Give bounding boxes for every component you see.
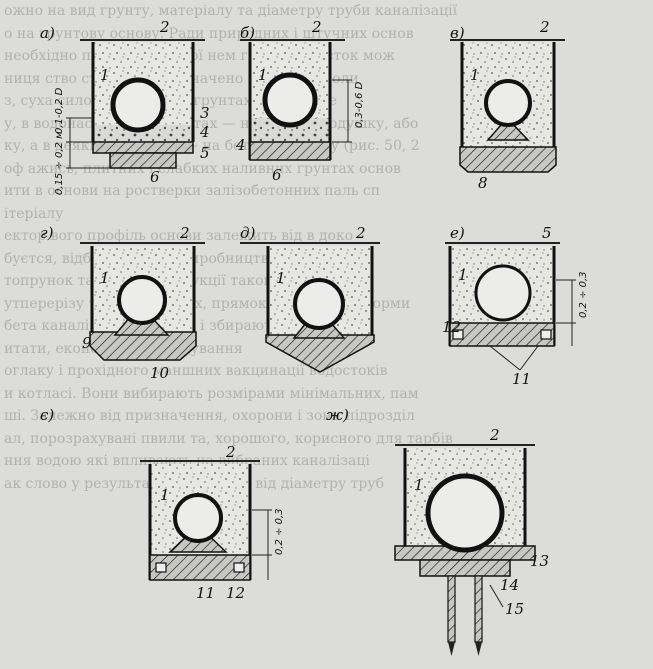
concrete-base-d: [89, 331, 197, 361]
foundation-slab-b: [249, 141, 331, 161]
label-a-2: 2: [159, 18, 170, 36]
pipe-c: [484, 79, 532, 127]
label-h-13: 13: [530, 552, 549, 570]
label-g-12: 12: [226, 584, 245, 602]
panel-a-letter: а): [40, 24, 55, 42]
label-d-1: 1: [100, 269, 110, 287]
panel-e-letter: д): [240, 224, 256, 242]
label-a-3: 3: [200, 104, 210, 122]
grillage-h: [419, 559, 511, 577]
pipe-g: [173, 493, 223, 543]
pipe-h: [425, 473, 505, 553]
background-text-line: ітеріалу: [4, 205, 64, 222]
panel-g-letter: є): [40, 406, 54, 424]
label-c-1: 1: [470, 66, 480, 84]
label-g-1: 1: [160, 486, 170, 504]
dim-a-1: 0,1-0,2 D: [54, 87, 65, 134]
dim-g-1: 0,2 ÷ 0,3: [274, 508, 285, 555]
label-e-2: 2: [355, 224, 366, 242]
pipe-e: [293, 278, 345, 330]
label-h-15: 15: [505, 600, 524, 618]
concrete-base-c: [459, 146, 557, 173]
dim-a-2: 0,15 ÷ 0,2 м: [54, 131, 65, 195]
pipe-f: [474, 264, 532, 322]
label-b-4: 4: [235, 136, 246, 154]
label-d-2: 2: [179, 224, 190, 242]
background-text-line: ектор вого профіль основи залежить від в…: [4, 228, 354, 244]
footing-a: [109, 152, 177, 169]
label-d-9: 9: [82, 334, 92, 352]
panel-b: б) 0,3-0,6 D 1 2 4 6: [235, 18, 365, 184]
v-base-e: [265, 334, 375, 373]
label-a-5: 5: [200, 144, 210, 162]
label-b-6: 6: [272, 166, 282, 184]
label-h-2: 2: [489, 426, 500, 444]
label-f-11: 11: [512, 370, 531, 388]
label-a-1: 1: [100, 66, 110, 84]
panel-d: г) 1 2 9 10: [40, 224, 205, 382]
pile-right-h: [474, 575, 483, 643]
background-text-line: о на грунтову основу. Ради природних і ш…: [4, 25, 414, 42]
background-text-line: оглаку і прохідного маншних вакцинації в…: [4, 363, 388, 379]
dim-f-1: 0,2 ÷ 0,3: [578, 271, 589, 318]
label-a-4: 4: [199, 123, 210, 141]
panel-f: е) 0,2 ÷ 0,3 1 5 12 11: [442, 224, 589, 388]
label-f-1: 1: [458, 266, 468, 284]
label-d-10: 10: [150, 364, 170, 382]
background-text-line: оф ажись, плитних і слабких наливних гру…: [4, 160, 401, 177]
panel-b-letter: б): [240, 24, 255, 42]
panel-c-letter: в): [450, 24, 465, 42]
label-c-2: 2: [539, 18, 550, 36]
panel-h-letter: ж): [326, 406, 349, 424]
label-e-1: 1: [276, 269, 286, 287]
dim-b-1: 0,3-0,6 D: [354, 81, 365, 128]
label-f-12: 12: [442, 318, 461, 336]
foundation-slab-f: [449, 322, 555, 347]
background-text-line: ші. Залежно від призначення, охорони і з…: [4, 408, 415, 424]
label-a-6: 6: [150, 168, 160, 186]
panel-a: а) 0,1-0,2 D 0,15 ÷ 0,2 м 1 2 3 4 5 6: [40, 18, 210, 195]
panel-c: в) 1 2 8: [450, 18, 565, 192]
panel-f-letter: е): [450, 224, 465, 242]
background-text-line: ал, порозрахувані пвили та, хорошого, ко…: [4, 430, 453, 447]
label-h-1: 1: [414, 476, 424, 494]
label-g-11: 11: [196, 584, 215, 602]
background-text-line: ожно на вид грунту, матеріалу та діаметр…: [4, 3, 458, 19]
pipe-a: [110, 77, 166, 133]
background-text-line: и котласі. Вони вибирають розмірами міні…: [4, 385, 419, 402]
panel-g: є) 0,2 ÷ 0,3 2 1 11 12: [40, 406, 285, 602]
label-b-2: 2: [311, 18, 322, 36]
label-h-14: 14: [500, 576, 519, 594]
pipe-b: [262, 72, 318, 128]
label-f-5: 5: [542, 224, 552, 242]
background-text-line: ити в основи на ростверки залізобетонних…: [4, 183, 381, 199]
pipe-d: [117, 275, 167, 325]
pile-left-h: [447, 575, 456, 643]
panel-d-letter: г): [40, 224, 54, 242]
panel-e: д) 1 2: [240, 224, 380, 373]
foundation-slab-g: [149, 554, 251, 581]
label-g-2: 2: [225, 443, 236, 461]
panel-h: ж) 2 1 13 14 15: [326, 406, 549, 656]
label-c-8: 8: [478, 174, 488, 192]
cradle-c: [486, 116, 530, 141]
base-layer-a: [93, 125, 193, 142]
label-b-1: 1: [258, 66, 268, 84]
foundation-slab-a: [92, 141, 194, 154]
